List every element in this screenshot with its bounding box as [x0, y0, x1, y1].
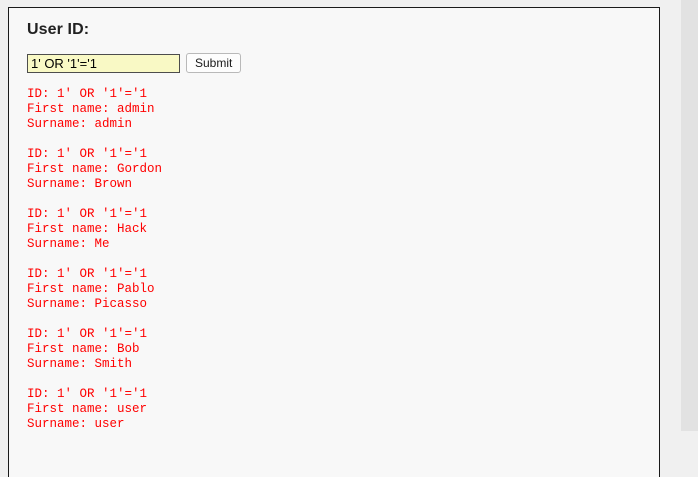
result-record: ID: 1' OR '1'='1 First name: user Surnam… [27, 387, 659, 432]
record-first-name-line: First name: admin [27, 102, 155, 116]
record-surname-line: Surname: Brown [27, 177, 133, 191]
record-first-name-line: First name: Pablo [27, 282, 155, 296]
result-record: ID: 1' OR '1'='1 First name: Hack Surnam… [27, 207, 659, 252]
record-id-line: ID: 1' OR '1'='1 [27, 327, 148, 341]
result-record: ID: 1' OR '1'='1 First name: admin Surna… [27, 87, 659, 132]
record-first-name-line: First name: user [27, 402, 148, 416]
record-surname-line: Surname: Picasso [27, 297, 148, 311]
record-surname-line: Surname: Me [27, 237, 110, 251]
record-id-line: ID: 1' OR '1'='1 [27, 147, 148, 161]
record-surname-line: Surname: Smith [27, 357, 133, 371]
record-first-name-line: First name: Hack [27, 222, 148, 236]
panel-inner: User ID: Submit ID: 1' OR '1'='1 First n… [9, 8, 659, 432]
page-title: User ID: [27, 21, 90, 38]
result-record: ID: 1' OR '1'='1 First name: Pablo Surna… [27, 267, 659, 312]
record-id-line: ID: 1' OR '1'='1 [27, 387, 148, 401]
query-results: ID: 1' OR '1'='1 First name: admin Surna… [27, 87, 659, 432]
content-panel: User ID: Submit ID: 1' OR '1'='1 First n… [8, 7, 660, 477]
record-surname-line: Surname: admin [27, 117, 133, 131]
record-id-line: ID: 1' OR '1'='1 [27, 87, 148, 101]
user-id-form: Submit [27, 53, 659, 73]
record-surname-line: Surname: user [27, 417, 125, 431]
user-id-input[interactable] [27, 53, 180, 73]
record-first-name-line: First name: Bob [27, 342, 140, 356]
page-right-gutter [681, 0, 698, 431]
result-record: ID: 1' OR '1'='1 First name: Gordon Surn… [27, 147, 659, 192]
result-record: ID: 1' OR '1'='1 First name: Bob Surname… [27, 327, 659, 372]
record-id-line: ID: 1' OR '1'='1 [27, 207, 148, 221]
record-first-name-line: First name: Gordon [27, 162, 163, 176]
record-id-line: ID: 1' OR '1'='1 [27, 267, 148, 281]
submit-button[interactable]: Submit [186, 53, 242, 73]
